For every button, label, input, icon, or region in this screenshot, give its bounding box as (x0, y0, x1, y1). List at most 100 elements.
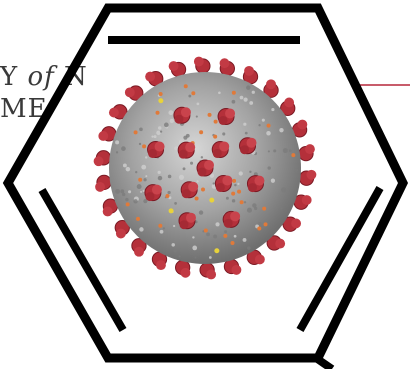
surface-texture (215, 222, 220, 227)
surface-texture (136, 184, 142, 190)
surface-texture (271, 107, 275, 112)
outer-spike-14-lobe (98, 131, 109, 141)
surface-texture (143, 178, 147, 182)
surface-texture (288, 149, 292, 153)
surface-texture (192, 236, 195, 239)
surface-texture (261, 118, 265, 122)
protein-dot (213, 134, 218, 139)
surface-texture (153, 135, 157, 139)
surface-texture (169, 118, 175, 124)
protein-dot (266, 123, 271, 128)
outer-spike-9-lobe (134, 246, 144, 257)
outer-spike-6-lobe (206, 269, 217, 280)
protein-dot (239, 200, 244, 205)
outer-spike-22-lobe (266, 79, 276, 90)
surface-texture (267, 166, 271, 170)
surface-texture (142, 189, 145, 192)
surface-texture (273, 149, 277, 153)
outer-spike-3-lobe (275, 238, 286, 249)
surface-texture (178, 255, 181, 258)
protein-dot (155, 110, 160, 115)
outer-spike-7-lobe (180, 267, 191, 278)
surface-texture (244, 131, 248, 135)
protein-dot (231, 90, 236, 95)
inner-spike-lobe-9 (188, 181, 199, 192)
surface-texture (231, 99, 236, 104)
surface-texture (212, 182, 215, 185)
surface-texture (178, 174, 185, 180)
double-bond-right (296, 186, 384, 332)
surface-texture (135, 170, 138, 174)
protein-dot (207, 112, 212, 117)
surface-texture (258, 124, 261, 127)
protein-dot (194, 196, 199, 201)
surface-texture (267, 150, 270, 153)
surface-texture (209, 252, 213, 257)
surface-texture (125, 166, 131, 172)
surface-texture (145, 175, 148, 178)
inner-spike-lobe-1 (230, 211, 241, 222)
surface-texture (139, 127, 143, 132)
surface-texture (222, 132, 226, 136)
surface-texture (159, 130, 163, 133)
surface-texture (115, 151, 119, 154)
surface-texture (293, 168, 298, 173)
protein-dot (183, 84, 188, 89)
protein-dot (125, 202, 130, 207)
surface-texture (282, 148, 288, 154)
yellow-protein-dot (214, 248, 220, 254)
surface-texture (266, 130, 271, 136)
surface-texture (157, 170, 161, 175)
surface-texture (115, 140, 120, 145)
inner-spike-lobe-10 (185, 142, 196, 153)
inner-spike-lobe2-5 (174, 114, 184, 124)
surface-texture (246, 85, 251, 90)
protein-dot (158, 223, 163, 228)
surface-texture (270, 178, 276, 183)
surface-texture (243, 122, 247, 126)
outer-spike-17-lobe (145, 71, 156, 82)
substituent-bond (313, 354, 335, 369)
inner-spike-lobe-12 (204, 160, 214, 170)
surface-texture (192, 245, 198, 251)
surface-texture (120, 189, 125, 194)
surface-texture (171, 243, 175, 247)
surface-texture (168, 110, 174, 116)
double-bond-left (38, 187, 127, 333)
outer-spike-11-lobe (102, 206, 113, 217)
surface-texture (121, 146, 126, 151)
surface-texture (195, 115, 198, 118)
inner-spike-lobe-7 (246, 137, 257, 148)
surface-texture (122, 163, 127, 168)
surface-texture (174, 146, 179, 151)
protein-dot (191, 91, 196, 96)
inner-spike-lobe-11 (219, 141, 230, 152)
inner-spike-lobe2-6 (218, 115, 228, 125)
surface-texture (225, 196, 229, 200)
inner-spike-lobe2-0 (247, 183, 257, 193)
surface-texture (183, 135, 188, 140)
surface-texture (163, 122, 169, 128)
surface-texture (115, 188, 121, 194)
protein-dot (165, 193, 170, 198)
surface-texture (246, 207, 253, 213)
outer-spike-18-lobe (168, 61, 179, 72)
surface-texture (249, 101, 254, 105)
inner-spike-lobe2-4 (148, 148, 158, 158)
surface-texture (172, 224, 176, 228)
outer-spike-8-lobe (156, 260, 166, 271)
surface-texture (140, 190, 143, 193)
protein-dot (291, 153, 296, 158)
protein-dot (133, 130, 138, 135)
surface-texture (194, 256, 197, 259)
surface-texture (157, 126, 162, 130)
surface-texture (139, 227, 144, 232)
outer-spike-13-lobe (93, 156, 104, 167)
surface-texture (243, 201, 247, 204)
protein-dot (201, 187, 206, 192)
surface-texture (141, 164, 147, 170)
surface-texture (218, 91, 221, 95)
inner-spike-lobe2-2 (179, 220, 189, 230)
outer-spike-0-lobe (306, 169, 317, 180)
surface-texture (133, 199, 138, 204)
